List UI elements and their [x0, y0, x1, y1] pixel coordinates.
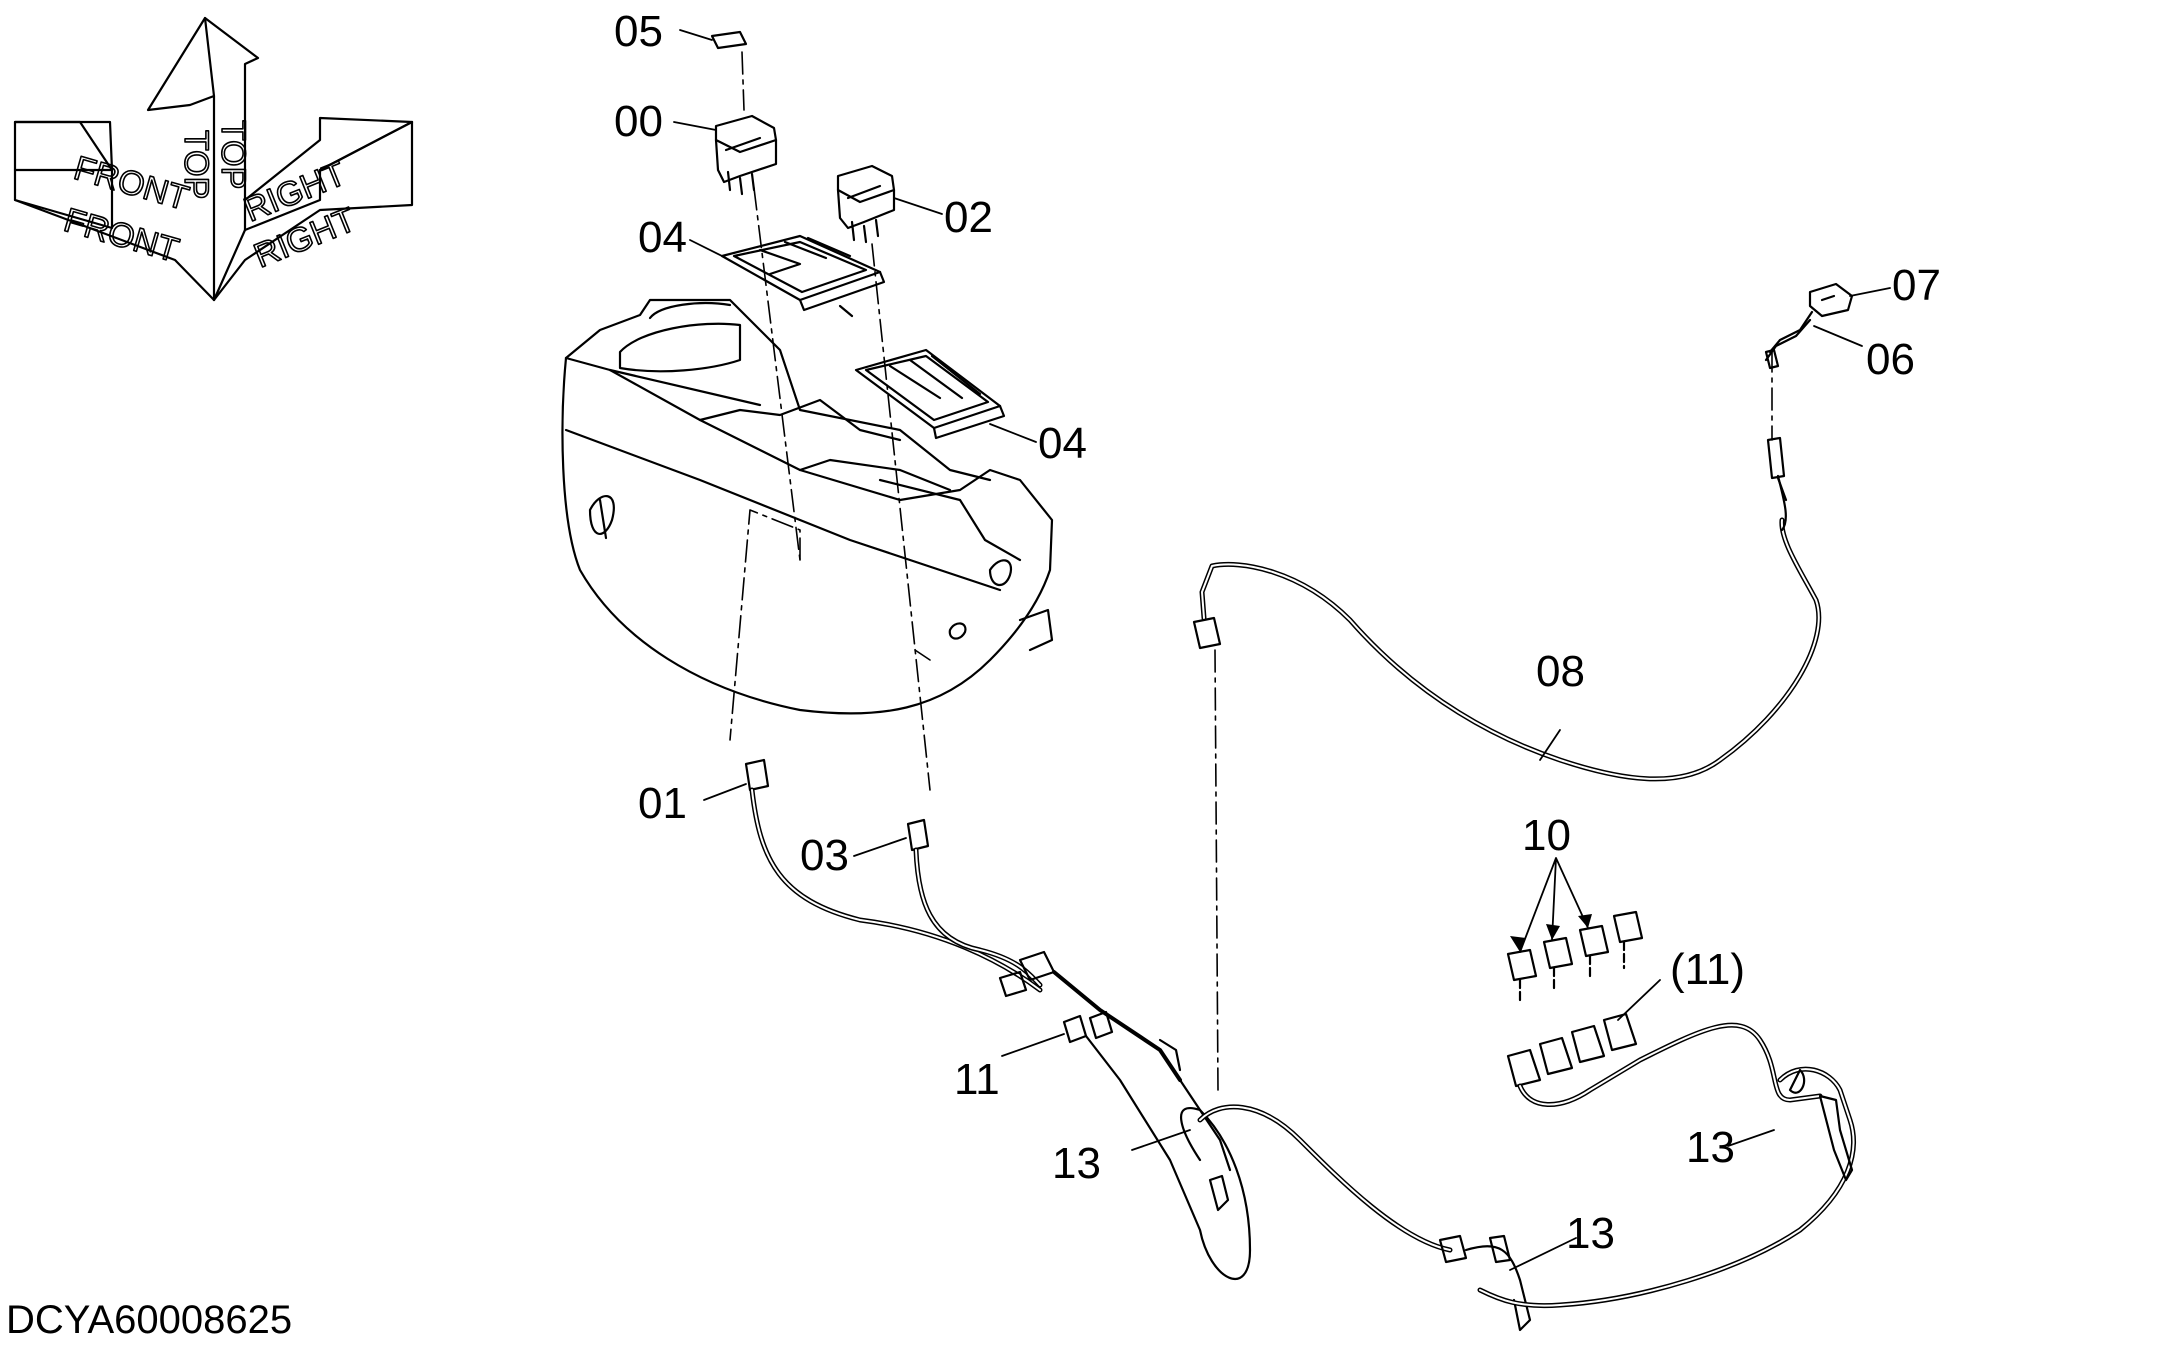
callout-03: 03	[800, 831, 849, 880]
relay-group-10	[1506, 910, 1644, 1002]
callout-01: 01	[638, 779, 687, 828]
label-plate-05	[710, 30, 748, 50]
arrow-head	[1510, 936, 1526, 952]
drawing-id: DCYA60008625	[6, 1298, 293, 1342]
assembly-lines	[729, 51, 1773, 1091]
relay-holder-11	[1477, 1012, 1856, 1309]
orientation-compass: FRONT FRONT TOP TOP RIGHT RIGHT	[13, 16, 414, 302]
leader-lines	[673, 29, 1891, 1271]
console-housing	[561, 298, 1054, 715]
compass-top-label-upper: TOP	[177, 130, 215, 199]
switch-bezel-lower	[854, 348, 1006, 440]
switch-bezel-upper	[720, 234, 886, 318]
switch-harness	[744, 758, 1532, 1332]
callout-13-left: 13	[1052, 1139, 1101, 1188]
callout-13-center: 13	[1566, 1209, 1615, 1258]
callout-04-lower: 04	[1038, 419, 1087, 468]
compass-top-label: TOP	[214, 120, 252, 189]
callout-08: 08	[1536, 647, 1585, 696]
callout-11: 11	[954, 1055, 1000, 1104]
rocker-switch-00	[714, 114, 778, 196]
callout-05: 05	[614, 7, 663, 56]
harness-08	[1192, 436, 1822, 782]
rocker-switch-02	[836, 164, 896, 244]
callout-13-right: 13	[1686, 1123, 1735, 1172]
arrow-head	[1546, 924, 1560, 940]
callout-06: 06	[1866, 335, 1915, 384]
socket-07	[1764, 282, 1854, 370]
callout-00: 00	[614, 97, 663, 146]
callout-04-upper: 04	[638, 213, 687, 262]
callout-11-reference: (11)	[1670, 945, 1745, 994]
callout-10: 10	[1522, 811, 1571, 860]
arrow-head	[1578, 914, 1592, 928]
callout-07: 07	[1892, 261, 1941, 310]
callout-02: 02	[944, 193, 993, 242]
